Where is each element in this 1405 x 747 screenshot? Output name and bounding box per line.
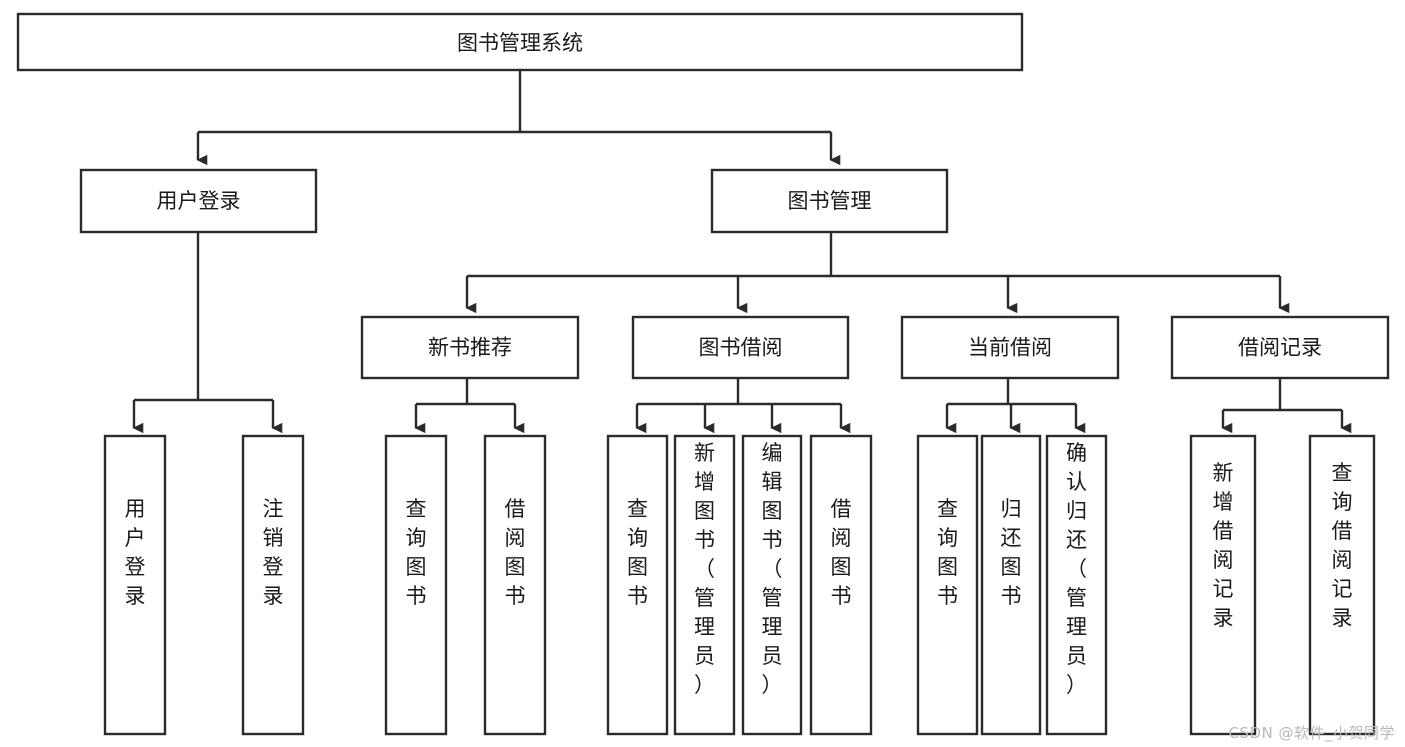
leaf-query-borrow-record-box <box>1308 434 1376 736</box>
leaf-edit-book[interactable]: 编辑图书（管理员） <box>741 434 803 736</box>
node-borrow-record-box <box>1170 315 1390 380</box>
leaf-edit-book-label: 编辑图书（管理员） <box>762 441 783 697</box>
node-root-label: 图书管理系统 <box>457 31 583 55</box>
leaf-borrow-books-recommend-box <box>483 434 547 736</box>
node-user-login-box <box>79 168 318 234</box>
node-new-book-recommend-box <box>360 315 580 380</box>
leaf-edit-book-box <box>741 434 803 736</box>
leaf-user-login[interactable]: 用户登录 <box>103 434 167 736</box>
leaf-confirm-return[interactable]: 确认归还（管理员） <box>1045 434 1108 736</box>
leaf-query-books-borrow-box <box>606 434 669 736</box>
node-current-borrow[interactable]: 当前借阅 <box>900 315 1120 380</box>
leaf-query-books-borrow-label: 查询图书 <box>627 497 648 608</box>
leaf-add-book-label: 新增图书（管理员） <box>694 441 715 697</box>
node-borrow-record[interactable]: 借阅记录 <box>1170 315 1390 380</box>
leaf-confirm-return-label: 确认归还（管理员） <box>1066 441 1087 697</box>
node-book-borrow-box <box>631 315 850 380</box>
leaf-borrow-book-box <box>809 434 873 736</box>
leaf-query-books-borrow[interactable]: 查询图书 <box>606 434 669 736</box>
node-book-borrow[interactable]: 图书借阅 <box>631 315 850 380</box>
node-book-management-label: 图书管理 <box>788 189 872 213</box>
node-current-borrow-box <box>900 315 1120 380</box>
node-borrow-record-label: 借阅记录 <box>1238 336 1322 360</box>
node-book-management[interactable]: 图书管理 <box>710 168 949 234</box>
leaf-borrow-book-label: 借阅图书 <box>831 497 852 608</box>
csdn-watermark: CSDN @软件_小贺同学 <box>1228 724 1395 742</box>
node-new-book-recommend[interactable]: 新书推荐 <box>360 315 580 380</box>
leaf-query-books-current-box <box>916 434 979 736</box>
leaf-user-login-label: 用户登录 <box>125 497 146 608</box>
leaf-return-book-box <box>980 434 1042 736</box>
leaf-logout[interactable]: 注销登录 <box>241 434 305 736</box>
leaf-confirm-return-box <box>1045 434 1108 736</box>
leaf-query-books-current-label: 查询图书 <box>937 497 958 608</box>
leaf-query-books-recommend-label: 查询图书 <box>406 497 427 608</box>
leaf-query-borrow-record-label: 查询借阅记录 <box>1332 461 1353 630</box>
edge-layer <box>132 70 1352 434</box>
leaf-return-book[interactable]: 归还图书 <box>980 434 1042 736</box>
node-new-book-recommend-label: 新书推荐 <box>428 336 512 360</box>
leaf-query-books-recommend[interactable]: 查询图书 <box>384 434 448 736</box>
node-user-login[interactable]: 用户登录 <box>79 168 318 234</box>
node-root-box <box>16 12 1024 72</box>
leaf-user-login-box <box>103 434 167 736</box>
leaf-query-borrow-record[interactable]: 查询借阅记录 <box>1308 434 1376 736</box>
leaf-add-borrow-record-box <box>1189 434 1257 736</box>
leaf-add-book[interactable]: 新增图书（管理员） <box>673 434 736 736</box>
leaf-query-books-recommend-box <box>384 434 448 736</box>
node-user-login-label: 用户登录 <box>157 189 241 213</box>
leaf-borrow-books-recommend-label: 借阅图书 <box>505 497 526 608</box>
leaf-logout-box <box>241 434 305 736</box>
leaf-borrow-books-recommend[interactable]: 借阅图书 <box>483 434 547 736</box>
node-book-borrow-label: 图书借阅 <box>699 336 783 360</box>
leaf-borrow-book[interactable]: 借阅图书 <box>809 434 873 736</box>
leaf-add-borrow-record-label: 新增借阅记录 <box>1213 461 1234 630</box>
leaf-logout-label: 注销登录 <box>263 497 284 608</box>
node-book-management-box <box>710 168 949 234</box>
leaf-query-books-current[interactable]: 查询图书 <box>916 434 979 736</box>
node-current-borrow-label: 当前借阅 <box>968 336 1052 360</box>
leaf-return-book-label: 归还图书 <box>1001 497 1022 608</box>
node-root[interactable]: 图书管理系统 <box>16 12 1024 72</box>
leaf-add-borrow-record[interactable]: 新增借阅记录 <box>1189 434 1257 736</box>
leaf-add-book-box <box>673 434 736 736</box>
